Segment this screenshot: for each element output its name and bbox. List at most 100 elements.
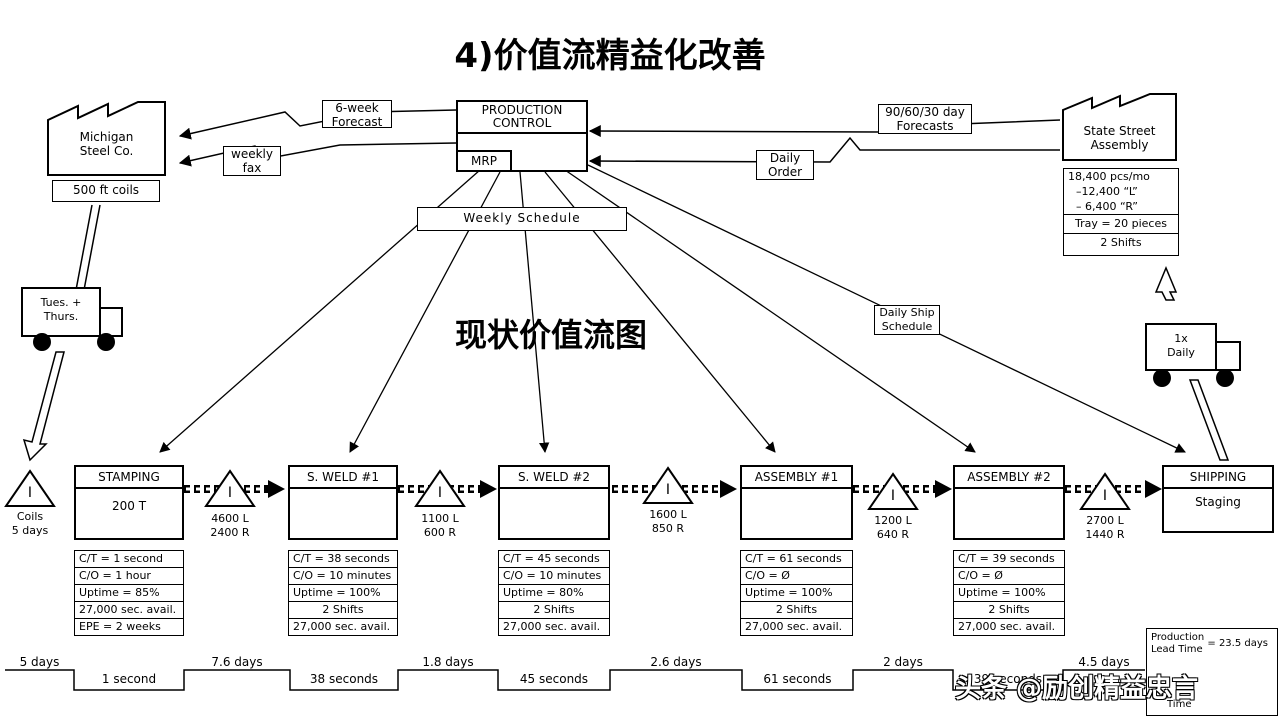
forecasts-90-label: 90/60/30 day Forecasts [878, 104, 972, 134]
process-body [955, 489, 1063, 499]
inventory-label: 1100 L 600 R [421, 512, 459, 539]
supplier-truck-icon [21, 287, 123, 351]
process-body: 200 T [111, 499, 147, 513]
process-body [742, 489, 851, 499]
data-row: 27,000 sec. avail. [745, 620, 843, 633]
supplier-item: 500 ft coils [52, 180, 160, 202]
inventory-label: Coils 5 days [11, 510, 49, 537]
process-body [500, 489, 608, 499]
data-box-s-weld-2: C/T = 45 seconds C/O = 10 minutes Uptime… [498, 550, 610, 636]
inventory-triangles [4, 466, 1131, 510]
daily-ship-schedule-label: Daily Ship Schedule [874, 305, 940, 335]
process-name: STAMPING [76, 467, 182, 489]
customer-data-box: 18,400 pcs/mo –12,400 “L” – 6,400 “R” Tr… [1063, 168, 1179, 256]
customer-factory-icon [1062, 93, 1177, 161]
inventory-symbol: I [890, 488, 896, 504]
process-assembly-2: ASSEMBLY #2 [953, 465, 1065, 540]
timeline-cycle: 1 second [101, 672, 157, 686]
weekly-schedule-label: Weekly Schedule [417, 207, 627, 231]
production-control-title: PRODUCTION CONTROL [458, 102, 586, 134]
watermark: 头条 @励创精益忠言 [955, 674, 1199, 704]
page-title: 4)价值流精益化改善 [454, 36, 766, 76]
process-shipping: SHIPPING Staging [1162, 465, 1274, 533]
data-row: C/T = 39 seconds [954, 551, 1064, 568]
data-row: 2 Shifts [741, 602, 852, 619]
data-row: C/O = 10 minutes [499, 568, 609, 585]
timeline-wait: 5 days [19, 655, 60, 669]
process-stamping: STAMPING 200 T [74, 465, 184, 540]
data-row: 27,000 sec. avail. [293, 620, 391, 633]
process-s-weld-1: S. WELD #1 [288, 465, 398, 540]
customer-demand-r: – 6,400 “R” [1064, 199, 1178, 215]
data-box-stamping: C/T = 1 second C/O = 1 hour Uptime = 85%… [74, 550, 184, 636]
schedule-arrows [159, 164, 1186, 454]
process-name: S. WELD #1 [290, 467, 396, 489]
data-row: 27,000 sec. avail. [958, 620, 1056, 633]
data-row: C/T = 1 second [75, 551, 183, 568]
timeline-wait: 2.6 days [650, 655, 702, 669]
customer-demand-l: –12,400 “L” [1076, 185, 1138, 198]
processing-time-label: Time [1167, 699, 1192, 710]
data-box-assembly-2: C/T = 39 seconds C/O = Ø Uptime = 100% 2… [953, 550, 1065, 636]
data-row: 27,000 sec. avail. [75, 602, 183, 619]
data-row: C/O = 1 hour [75, 568, 183, 585]
process-name: S. WELD #2 [500, 467, 608, 489]
mrp-label: MRP [458, 150, 512, 172]
data-row: Uptime = 80% [499, 585, 609, 602]
supplier-name: Michigan Steel Co. [79, 130, 134, 158]
timeline-wait: 7.6 days [211, 655, 263, 669]
process-name: ASSEMBLY #1 [742, 467, 851, 489]
data-row: Uptime = 100% [954, 585, 1064, 602]
inventory-symbol: I [437, 485, 443, 501]
data-row: Uptime = 85% [75, 585, 183, 602]
process-name: ASSEMBLY #2 [955, 467, 1063, 489]
inventory-symbol: I [665, 482, 671, 498]
process-name: SHIPPING [1164, 467, 1272, 489]
data-box-s-weld-1: C/T = 38 seconds C/O = 10 minutes Uptime… [288, 550, 398, 636]
data-row: EPE = 2 weeks [79, 620, 161, 633]
lead-time-value: = 23.5 days [1207, 638, 1268, 649]
data-row: C/O = Ø [741, 568, 852, 585]
weekly-fax-label: weekly fax [223, 146, 281, 176]
data-row: Uptime = 100% [741, 585, 852, 602]
timeline-wait: 1.8 days [422, 655, 474, 669]
inventory-symbol: I [227, 485, 233, 501]
data-row: 2 Shifts [954, 602, 1064, 619]
supplier-factory-icon [47, 101, 166, 176]
data-row: C/O = Ø [954, 568, 1064, 585]
production-control-box: PRODUCTION CONTROL MRP [456, 100, 588, 172]
inventory-label: 4600 L 2400 R [210, 512, 250, 539]
timeline-cycle: 39 seconds [973, 672, 1043, 686]
customer-demand: 18,400 pcs/mo [1068, 170, 1150, 183]
data-box-assembly-1: C/T = 61 seconds C/O = Ø Uptime = 100% 2… [740, 550, 853, 636]
supplier-truck-label: Tues. + Thurs. [40, 296, 82, 323]
timeline-cycle: 45 seconds [519, 672, 589, 686]
process-s-weld-2: S. WELD #2 [498, 465, 610, 540]
data-row: 27,000 sec. avail. [503, 620, 601, 633]
customer-tray: Tray = 20 pieces [1064, 215, 1178, 234]
data-row: C/T = 61 seconds [741, 551, 852, 568]
customer-truck-icon [1145, 323, 1241, 387]
inventory-label: 1200 L 640 R [874, 514, 912, 541]
shipment-arrows [22, 204, 1230, 462]
data-row: 2 Shifts [499, 602, 609, 619]
timeline-wait: 4.5 days [1078, 655, 1130, 669]
customer-name: State Street Assembly [1083, 124, 1156, 152]
customer-shifts: 2 Shifts [1100, 236, 1142, 249]
process-assembly-1: ASSEMBLY #1 [740, 465, 853, 540]
diagram-subtitle: 现状价值流图 [455, 316, 648, 354]
data-row: C/O = 10 minutes [289, 568, 397, 585]
inventory-symbol: I [1102, 488, 1108, 504]
lead-time-box: Production Lead Time = 23.5 days Time [1146, 628, 1278, 716]
customer-truck-label: 1x Daily [1167, 332, 1195, 359]
timeline-cycle: 38 seconds [309, 672, 379, 686]
inventory-label: 2700 L 1440 R [1085, 514, 1125, 541]
timeline-cycle: 61 seconds [763, 672, 832, 686]
forecast-6week-label: 6-week Forecast [322, 100, 392, 129]
data-row: Uptime = 100% [289, 585, 397, 602]
timeline-wait: 2 days [883, 655, 923, 669]
process-body [290, 489, 396, 499]
process-body: Staging [1195, 495, 1241, 509]
inventory-label: 1600 L 850 R [649, 508, 687, 535]
